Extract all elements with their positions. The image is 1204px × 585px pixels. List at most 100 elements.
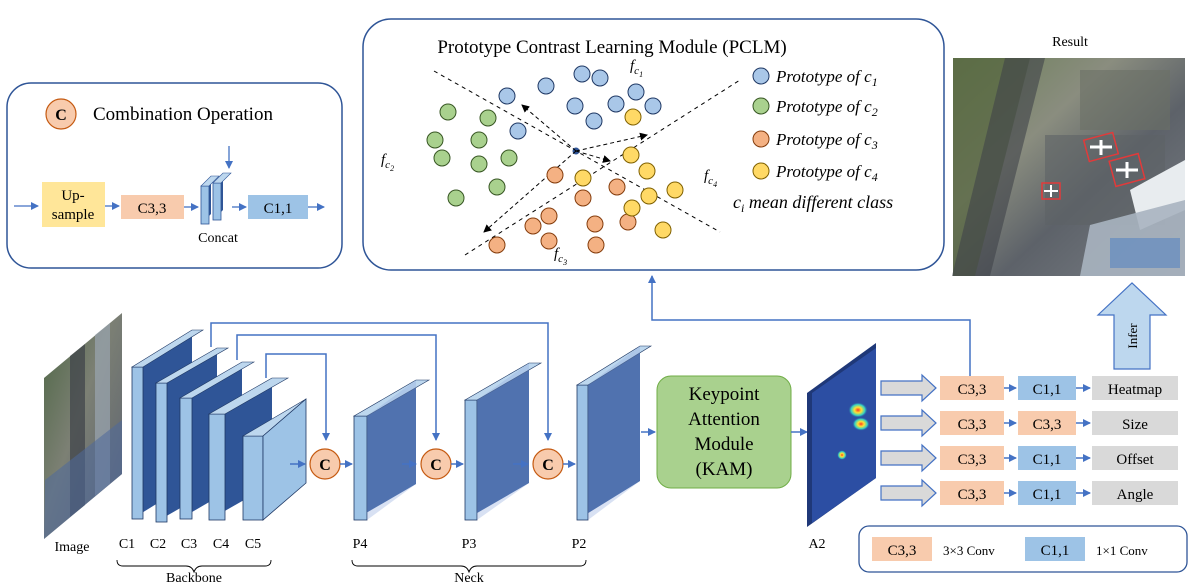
stage-label: P4	[353, 537, 368, 552]
stage-label: C4	[213, 537, 229, 552]
svg-text:C1,1: C1,1	[1033, 452, 1062, 468]
svg-text:fc2: fc2	[381, 152, 394, 173]
combination-title: Combination Operation	[93, 104, 273, 125]
upsample-box: Up- sample	[42, 182, 105, 227]
f-c2-label: fc2	[381, 152, 394, 173]
concat-label: Concat	[198, 231, 238, 246]
stage-label: C1	[119, 537, 135, 552]
layer-p4	[352, 379, 431, 521]
combination-panel: C Combination Operation Up- sample C3,3 …	[6, 82, 343, 269]
f-c1-label: fc1	[630, 58, 643, 79]
a2-to-pclm-connector	[648, 275, 971, 376]
combine-node-1: C	[309, 448, 341, 480]
backbone-label: Backbone	[166, 571, 222, 585]
neck-label: Neck	[454, 571, 484, 585]
svg-text:C1,1: C1,1	[264, 201, 293, 217]
class-note: ci mean different class	[733, 192, 893, 215]
layer-c5	[241, 398, 307, 521]
svg-text:C: C	[542, 457, 554, 474]
infer-arrow: Infer	[1096, 282, 1168, 370]
svg-text:Module: Module	[694, 434, 753, 455]
legend-item-c1: Prototype of c1	[752, 67, 878, 89]
infer-label: Infer	[1125, 323, 1140, 349]
svg-text:C1,1: C1,1	[1033, 382, 1062, 398]
result-label: Result	[1052, 35, 1088, 50]
head-offset: C3,3 C1,1 Offset	[880, 443, 1178, 473]
svg-text:Prototype of c3: Prototype of c3	[775, 130, 878, 152]
legend-item-c4: Prototype of c4	[752, 162, 878, 184]
neck-brace	[351, 559, 587, 574]
svg-text:1×1 Conv: 1×1 Conv	[1096, 543, 1148, 558]
head-angle: C3,3 C1,1 Angle	[880, 478, 1178, 508]
result-image	[952, 58, 1185, 276]
kam-box: Keypoint Attention Module (KAM)	[656, 375, 792, 489]
legend-item-c3: Prototype of c3	[752, 130, 878, 152]
a2-label: A2	[808, 537, 825, 552]
svg-text:Angle: Angle	[1117, 487, 1154, 503]
svg-text:fc3: fc3	[554, 246, 567, 267]
svg-text:C3,3: C3,3	[958, 487, 987, 503]
backbone-layers	[130, 329, 307, 523]
conv-legend: C3,3 3×3 Conv C1,1 1×1 Conv	[858, 525, 1188, 573]
svg-text:fc1: fc1	[630, 58, 643, 79]
layer-p3	[463, 362, 543, 521]
svg-text:Size: Size	[1122, 417, 1148, 433]
neck-stage-labels: P4 P3 P2	[353, 537, 587, 552]
legend-item-c2: Prototype of c2	[752, 97, 878, 119]
svg-text:C3,3: C3,3	[888, 543, 917, 559]
prototypes-c2	[426, 103, 518, 207]
svg-text:Heatmap: Heatmap	[1108, 382, 1162, 398]
svg-text:C3,3: C3,3	[958, 452, 987, 468]
concat-block	[200, 172, 232, 225]
prototypes-c1	[498, 65, 662, 140]
stage-label: C2	[150, 537, 166, 552]
stage-label: C5	[245, 537, 261, 552]
layer-p2	[575, 345, 653, 521]
image-label: Image	[55, 540, 90, 555]
stage-label: P2	[572, 537, 587, 552]
backbone-stage-labels: C1 C2 C3 C4 C5	[119, 537, 261, 552]
combine-node-3: C	[532, 448, 564, 480]
input-image	[44, 313, 122, 539]
svg-text:C3,3: C3,3	[958, 382, 987, 398]
stage-label: P3	[462, 537, 477, 552]
svg-text:Keypoint: Keypoint	[689, 384, 760, 405]
svg-text:C3,3: C3,3	[1033, 417, 1062, 433]
svg-text:Up-: Up-	[61, 188, 84, 204]
conv33-box: C3,3	[121, 195, 184, 219]
svg-text:sample: sample	[52, 207, 95, 223]
svg-text:C1,1: C1,1	[1033, 487, 1062, 503]
backbone-brace	[116, 559, 272, 574]
svg-text:Attention: Attention	[688, 409, 760, 430]
prototypes-c4	[574, 108, 684, 239]
result-section: Result Infer	[952, 35, 1185, 370]
pclm-title: Prototype Contrast Learning Module (PCLM…	[437, 37, 786, 58]
svg-text:C: C	[430, 457, 442, 474]
pclm-panel: Prototype Contrast Learning Module (PCLM…	[362, 18, 945, 271]
svg-text:fc4: fc4	[704, 168, 717, 189]
airplane-icon	[1041, 182, 1061, 200]
f-c4-label: fc4	[704, 168, 717, 189]
svg-text:C1,1: C1,1	[1041, 543, 1070, 559]
pclm-legend: Prototype of c1 Prototype of c2 Prototyp…	[733, 67, 893, 215]
svg-text:Prototype of c1: Prototype of c1	[775, 67, 878, 89]
combine-node-2: C	[420, 448, 452, 480]
f-c3-label: fc3	[554, 246, 567, 267]
svg-text:(KAM): (KAM)	[696, 459, 753, 480]
head-heatmap: C3,3 C1,1 Heatmap	[880, 373, 1178, 403]
skip-connections	[210, 322, 552, 441]
conv11-box: C1,1	[248, 195, 308, 219]
airplane-icon	[1108, 152, 1146, 188]
svg-text:Offset: Offset	[1116, 452, 1154, 468]
svg-text:C3,3: C3,3	[958, 417, 987, 433]
combine-symbol-legend: C	[45, 98, 77, 130]
svg-text:Prototype of c4: Prototype of c4	[775, 162, 878, 184]
svg-text:3×3 Conv: 3×3 Conv	[943, 543, 995, 558]
a2-feature-map	[807, 343, 876, 527]
combine-symbol-letter: C	[55, 107, 67, 124]
svg-text:C: C	[319, 457, 331, 474]
head-size: C3,3 C3,3 Size	[880, 408, 1178, 438]
airplane-icon	[1082, 131, 1120, 163]
svg-text:Prototype of c2: Prototype of c2	[775, 97, 878, 119]
